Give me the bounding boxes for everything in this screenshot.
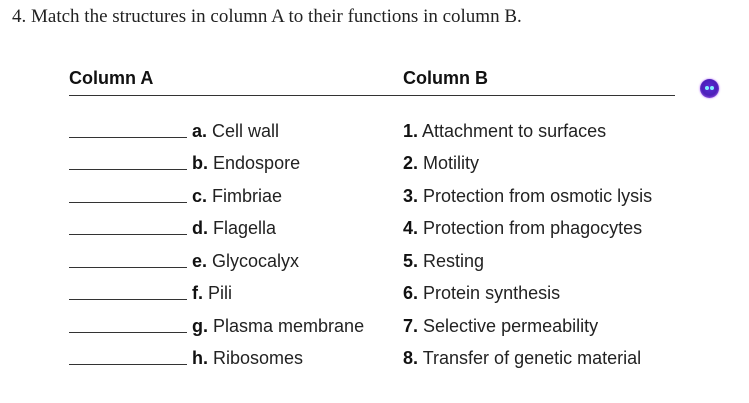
item-number: 2.: [403, 153, 419, 173]
item-number: 7.: [403, 316, 419, 336]
item-number: 5.: [403, 251, 419, 271]
answer-blank-a[interactable]: [69, 137, 187, 138]
column-a-item: h. Ribosomes: [192, 348, 303, 369]
answer-blank-g[interactable]: [69, 332, 187, 333]
answer-blank-c[interactable]: [69, 202, 187, 203]
column-b-item: 2. Motility: [403, 153, 479, 174]
assistant-bot-icon[interactable]: [700, 79, 719, 98]
column-a-item: b. Endospore: [192, 153, 300, 174]
item-label: Flagella: [213, 218, 277, 238]
item-label: Protection from phagocytes: [423, 218, 643, 238]
item-label: Plasma membrane: [213, 316, 365, 336]
column-a-item: f. Pili: [192, 283, 232, 304]
item-number: 4.: [403, 218, 419, 238]
answer-blank-h[interactable]: [69, 364, 187, 365]
item-number: 8.: [403, 348, 419, 368]
column-b-item: 5. Resting: [403, 251, 484, 272]
item-label: Glycocalyx: [212, 251, 300, 271]
item-label: Ribosomes: [213, 348, 304, 368]
item-label: Selective permeability: [423, 316, 599, 336]
item-label: Protection from osmotic lysis: [423, 186, 653, 206]
item-label: Attachment to surfaces: [422, 121, 607, 141]
item-label: Fimbriae: [212, 186, 283, 206]
item-label: Endospore: [213, 153, 301, 173]
column-a-item: d. Flagella: [192, 218, 276, 239]
column-a-item: a. Cell wall: [192, 121, 279, 142]
item-label: Resting: [423, 251, 485, 271]
column-b-item: 7. Selective permeability: [403, 316, 598, 337]
item-label: Motility: [423, 153, 480, 173]
answer-blank-b[interactable]: [69, 169, 187, 170]
item-number: 6.: [403, 283, 419, 303]
column-b-item: 4. Protection from phagocytes: [403, 218, 642, 239]
column-b-item: 1. Attachment to surfaces: [403, 121, 606, 142]
answer-blank-e[interactable]: [69, 267, 187, 268]
item-letter: h.: [192, 348, 208, 368]
item-number: 1.: [403, 121, 419, 141]
column-b-item: 3. Protection from osmotic lysis: [403, 186, 652, 207]
column-b-header: Column B: [403, 68, 488, 88]
item-letter: b.: [192, 153, 208, 173]
item-letter: g.: [192, 316, 208, 336]
column-a-item: c. Fimbriae: [192, 186, 282, 207]
item-label: Pili: [208, 283, 233, 303]
item-number: 3.: [403, 186, 419, 206]
answer-blank-f[interactable]: [69, 299, 187, 300]
bot-eye-right: [710, 86, 714, 90]
item-letter: c.: [192, 186, 208, 206]
item-label: Transfer of genetic material: [422, 348, 642, 368]
item-letter: a.: [192, 121, 208, 141]
question-text: 4. Match the structures in column A to t…: [12, 6, 522, 27]
column-b-item: 6. Protein synthesis: [403, 283, 560, 304]
column-a-header: Column A: [69, 68, 154, 88]
item-letter: d.: [192, 218, 208, 238]
item-letter: f.: [192, 283, 203, 303]
column-a-item: e. Glycocalyx: [192, 251, 299, 272]
item-label: Protein synthesis: [423, 283, 561, 303]
answer-blank-d[interactable]: [69, 234, 187, 235]
column-b-item: 8. Transfer of genetic material: [403, 348, 641, 369]
item-label: Cell wall: [212, 121, 280, 141]
column-a-item: g. Plasma membrane: [192, 316, 364, 337]
item-letter: e.: [192, 251, 208, 271]
header-divider: [69, 95, 675, 96]
bot-eye-left: [705, 86, 709, 90]
